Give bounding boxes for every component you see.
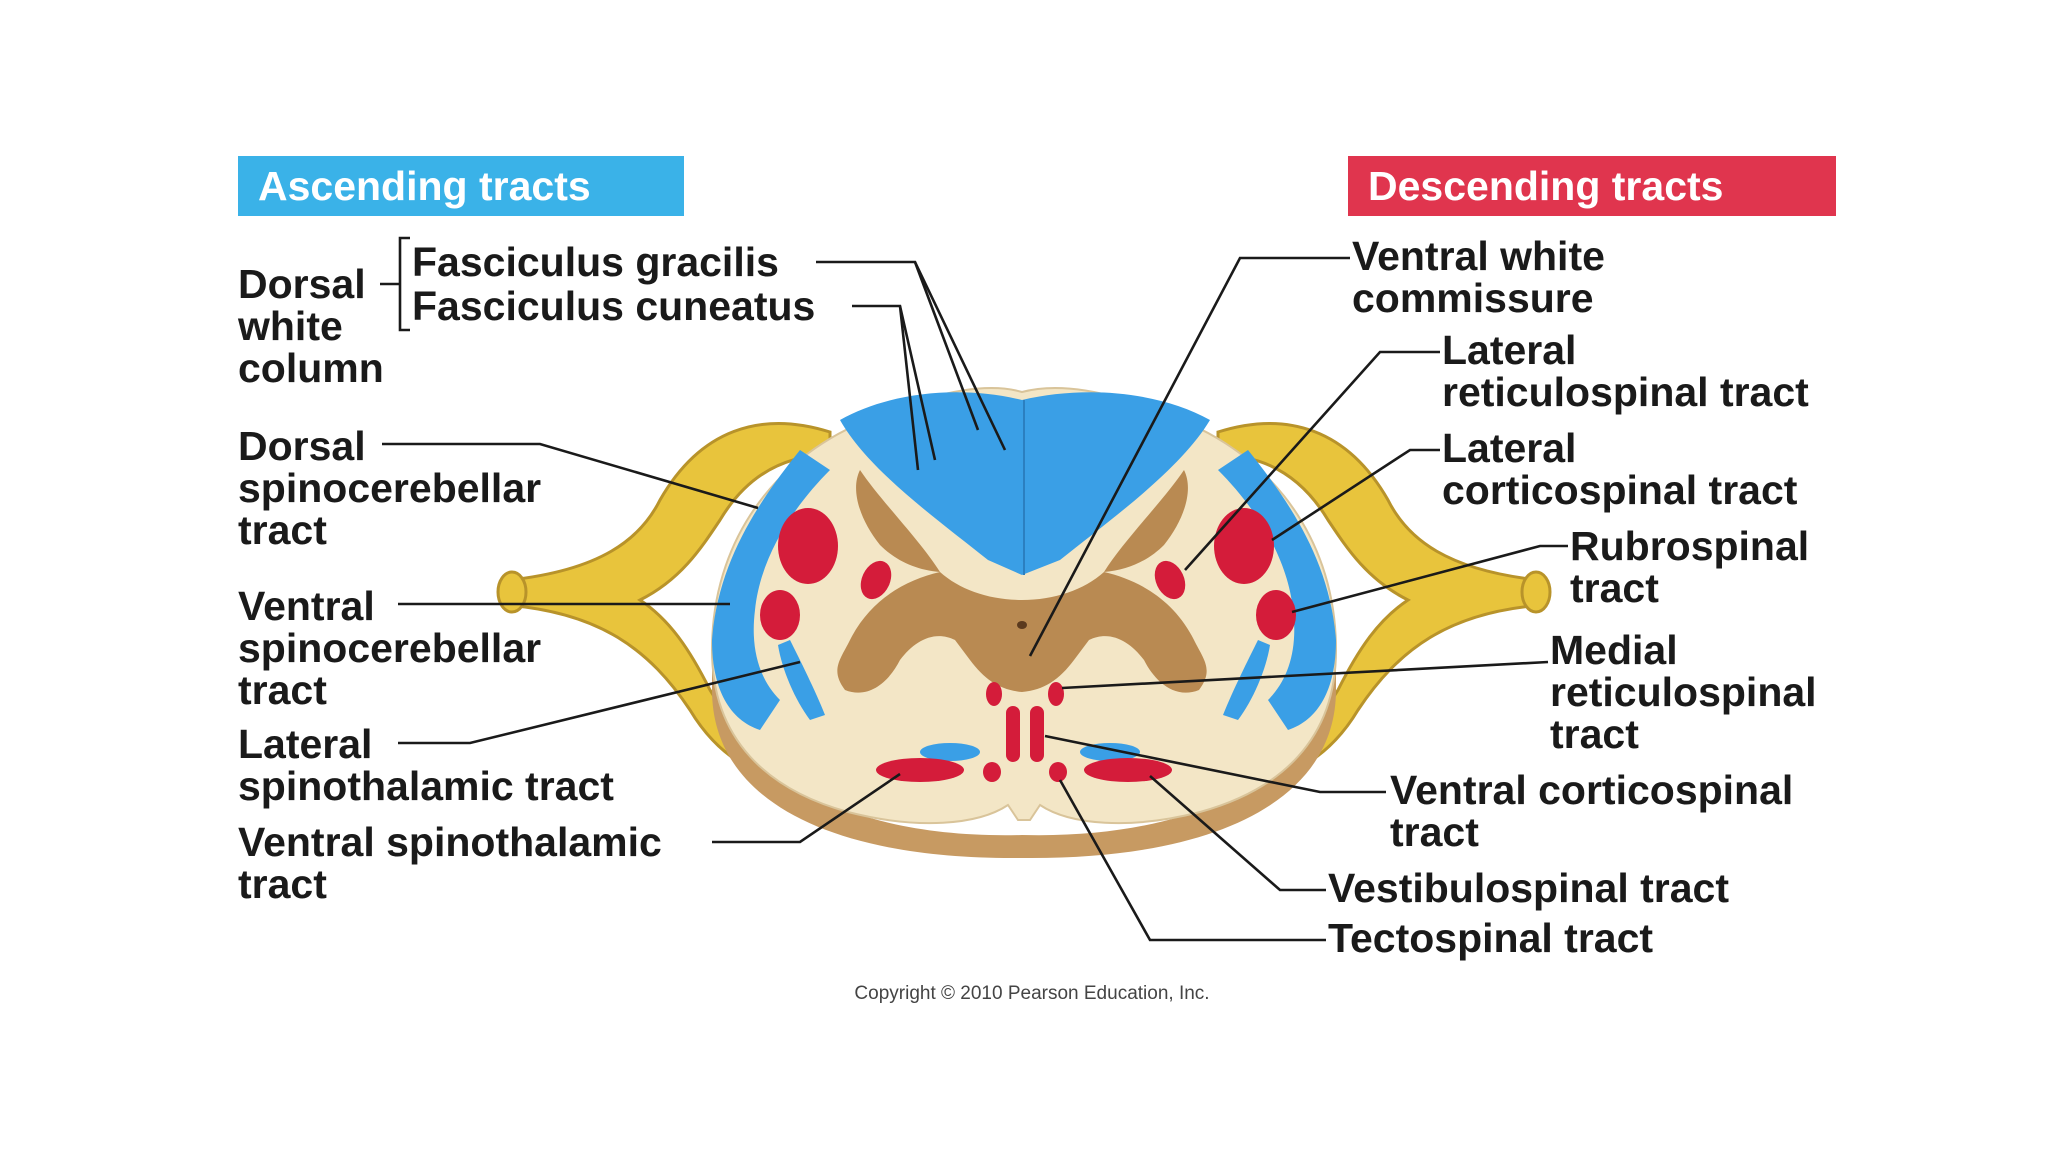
label-lateral-spinothalamic: Lateral spinothalamic tract — [238, 721, 614, 809]
label-ventral-corticospinal: Ventral corticospinal tract — [1390, 767, 1805, 855]
label-ventral-spinocerebellar: Ventral spinocerebellar tract — [238, 583, 552, 713]
label-rubrospinal: Rubrospinal tract — [1570, 523, 1821, 611]
label-fasciculus-gracilis: Fasciculus gracilis — [412, 239, 779, 285]
left-lateral-reticulospinal — [860, 560, 892, 600]
right-ventral-corticospinal — [1030, 706, 1044, 762]
copyright-notice: Copyright © 2010 Pearson Education, Inc. — [854, 983, 1209, 1004]
right-lateral-rim — [1218, 450, 1336, 730]
label-fasciculus-cuneatus: Fasciculus cuneatus — [412, 283, 815, 329]
left-vestibulospinal — [876, 758, 964, 782]
label-lateral-corticospinal: Lateral corticospinal tract — [1442, 425, 1798, 513]
ascending-header-text: Ascending tracts — [258, 163, 591, 209]
label-lateral-reticulospinal: Lateral reticulospinal tract — [1442, 327, 1809, 415]
left-lateral-rim — [712, 450, 830, 730]
left-ventral-corticospinal — [1006, 706, 1020, 762]
right-ventral-blue-strip — [1223, 640, 1270, 720]
label-tectospinal: Tectospinal tract — [1328, 915, 1653, 961]
left-rubrospinal — [760, 590, 800, 640]
left-ventral-blue-strip — [778, 640, 825, 720]
left-tectospinal — [983, 762, 1001, 782]
descending-header: Descending tracts — [1348, 156, 1836, 216]
right-vestibulospinal — [1084, 758, 1172, 782]
descending-header-text: Descending tracts — [1368, 163, 1723, 209]
gray-matter — [837, 470, 1207, 693]
ascending-header: Ascending tracts — [238, 156, 684, 216]
left-ventral-spinothalamic-blue — [920, 743, 980, 761]
right-tectospinal — [1049, 762, 1067, 782]
right-medial-reticulospinal — [1048, 682, 1064, 706]
leader-lines — [380, 236, 1568, 942]
label-ventral-spinothalamic: Ventral spinothalamic tract — [238, 819, 673, 907]
label-dorsal-spinocerebellar: Dorsal spinocerebellar tract — [238, 423, 552, 553]
right-lateral-corticospinal — [1214, 508, 1274, 584]
left-lateral-corticospinal — [778, 508, 838, 584]
label-vestibulospinal: Vestibulospinal tract — [1328, 865, 1729, 911]
right-rubrospinal — [1256, 590, 1296, 640]
label-ventral-white-commissure: Ventral white commissure — [1352, 233, 1616, 321]
label-medial-reticulospinal: Medial reticulospinal tract — [1550, 627, 1828, 757]
nerve-roots — [496, 422, 1552, 792]
right-lateral-reticulospinal — [1154, 560, 1186, 600]
left-medial-reticulospinal — [986, 682, 1002, 706]
label-dorsal-white-column: Dorsal white column — [237, 261, 384, 391]
